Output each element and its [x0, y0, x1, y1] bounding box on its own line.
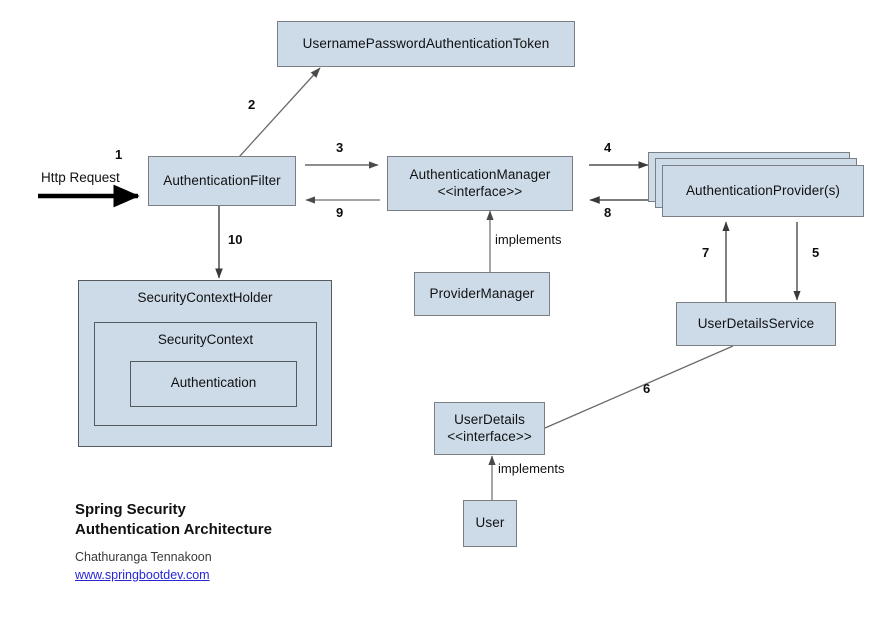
- edge-label-1: 1: [115, 147, 123, 162]
- edge-label-5: 5: [812, 245, 820, 260]
- http-request-label: Http Request: [41, 170, 120, 185]
- node-user-details[interactable]: UserDetails <<interface>>: [434, 402, 545, 455]
- edge-6-userdetailsservice-to-userdetails: [544, 345, 734, 429]
- node-authentication[interactable]: Authentication: [130, 361, 297, 407]
- edge-label-8: 8: [604, 205, 612, 220]
- node-security-context[interactable]: SecurityContext Authentication: [94, 322, 317, 426]
- node-label: User: [475, 515, 505, 531]
- edge-label-6: 6: [643, 381, 651, 396]
- implements-label-user-details: implements: [498, 461, 565, 476]
- node-label: UserDetailsService: [697, 315, 815, 331]
- node-user[interactable]: User: [463, 500, 517, 547]
- security-context-holder-label: SecurityContextHolder: [137, 290, 273, 305]
- caption-block: Spring Security Authentication Architect…: [75, 500, 405, 584]
- node-security-context-holder[interactable]: SecurityContextHolder SecurityContext Au…: [78, 280, 332, 447]
- website-link[interactable]: www.springbootdev.com: [75, 568, 210, 583]
- security-context-label: SecurityContext: [157, 332, 254, 347]
- node-authentication-filter[interactable]: AuthenticationFilter: [148, 156, 296, 206]
- edge-label-4: 4: [604, 140, 612, 155]
- node-label: UserDetails <<interface>>: [447, 411, 532, 444]
- edge-label-10: 10: [228, 232, 243, 247]
- edge-label-9: 9: [336, 205, 344, 220]
- node-username-password-authentication-token[interactable]: UsernamePasswordAuthenticationToken: [277, 21, 575, 67]
- edge-label-2: 2: [248, 97, 256, 112]
- edge-label-3: 3: [336, 140, 344, 155]
- node-label: AuthenticationManager <<interface>>: [409, 166, 551, 199]
- node-label: AuthenticationProvider(s): [685, 182, 841, 198]
- node-label: UsernamePasswordAuthenticationToken: [302, 35, 550, 51]
- page-title: Spring Security Authentication Architect…: [75, 501, 272, 539]
- implements-label-provider-manager: implements: [495, 232, 562, 247]
- authentication-label: Authentication: [170, 375, 257, 390]
- edge-label-7: 7: [702, 245, 710, 260]
- node-authentication-provider[interactable]: AuthenticationProvider(s): [662, 165, 864, 217]
- node-provider-manager[interactable]: ProviderManager: [414, 272, 550, 316]
- node-label: ProviderManager: [429, 285, 535, 301]
- edge-2-filter-to-token: [238, 67, 321, 158]
- author-name: Chathuranga Tennakoon: [75, 550, 212, 565]
- node-user-details-service[interactable]: UserDetailsService: [676, 302, 836, 346]
- node-authentication-manager[interactable]: AuthenticationManager <<interface>>: [387, 156, 573, 211]
- node-label: AuthenticationFilter: [163, 172, 281, 188]
